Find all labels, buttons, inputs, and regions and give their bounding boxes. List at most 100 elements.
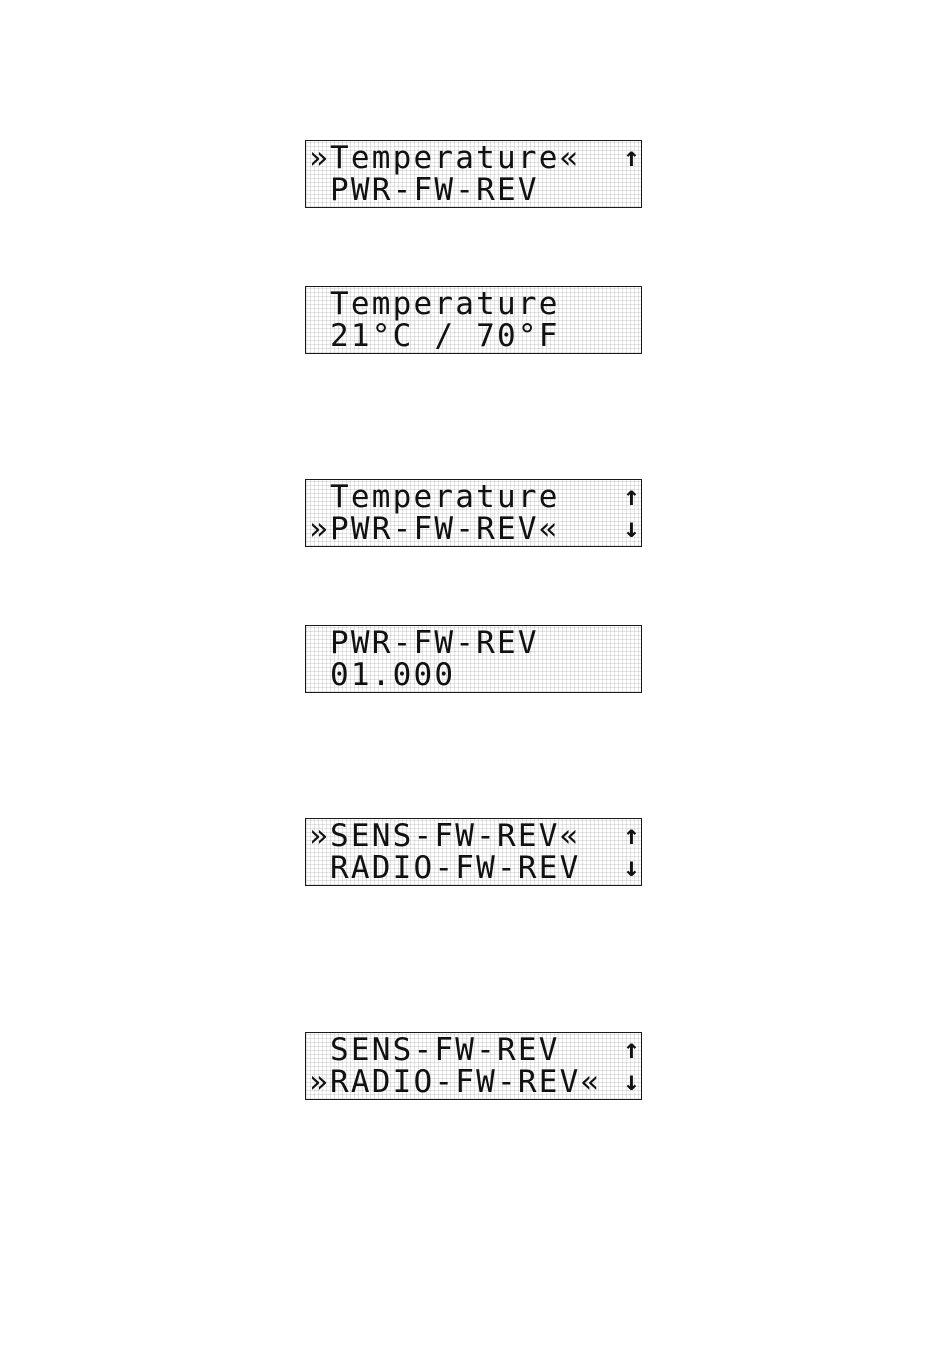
lcd-char-cell: T <box>328 481 349 513</box>
lcd-char-cell: 1 <box>349 320 370 352</box>
lcd-char-cell: « <box>537 513 558 545</box>
lcd-char-cell: t <box>474 288 495 320</box>
lcd-char-cell: W <box>432 513 453 545</box>
lcd-char-cell <box>516 659 537 691</box>
lcd-char-cell <box>307 852 328 884</box>
lcd-char-cell <box>558 288 579 320</box>
lcd-char-cell: r <box>516 288 537 320</box>
lcd-char-cell <box>599 659 620 691</box>
lcd-char-cell: 1 <box>349 659 370 691</box>
lcd-char-cell: F <box>411 174 432 206</box>
lcd-char-cell <box>599 513 620 545</box>
lcd-char-cell: V <box>558 1066 579 1098</box>
lcd-char-cell <box>578 513 599 545</box>
lcd-char-cell: W <box>349 513 370 545</box>
lcd-char-cell <box>307 288 328 320</box>
lcd-char-cell: . <box>370 659 391 691</box>
lcd-char-cell: D <box>370 852 391 884</box>
lcd-char-cell: - <box>432 852 453 884</box>
lcd-char-cell: P <box>328 513 349 545</box>
lcd-char-cell: R <box>516 1066 537 1098</box>
lcd-char-cell: E <box>537 852 558 884</box>
lcd-char-cell: u <box>495 288 516 320</box>
lcd-char-cell: t <box>474 481 495 513</box>
lcd-char-cell: e <box>411 481 432 513</box>
lcd-char-cell: W <box>432 627 453 659</box>
lcd-char-cell: W <box>474 852 495 884</box>
lcd-char-cell: V <box>516 513 537 545</box>
lcd-char-cell: - <box>474 1034 495 1066</box>
lcd-char-cell: - <box>411 820 432 852</box>
lcd-char-cell: e <box>411 142 432 174</box>
lcd-char-cell: E <box>349 1034 370 1066</box>
lcd-char-cell <box>578 820 599 852</box>
lcd-char-cell <box>558 320 579 352</box>
lcd-char-cell: - <box>391 627 412 659</box>
lcd-char-cell: p <box>391 142 412 174</box>
lcd-char-cell <box>558 481 579 513</box>
lcd-char-cell <box>474 659 495 691</box>
lcd-char-cell <box>599 142 620 174</box>
lcd-char-cell <box>599 288 620 320</box>
lcd-char-cell: m <box>370 481 391 513</box>
lcd-char-cell: R <box>370 627 391 659</box>
lcd-char-cell <box>578 142 599 174</box>
lcd-char-cell <box>599 1034 620 1066</box>
lcd-char-cell: 2 <box>328 320 349 352</box>
lcd-char-cell <box>537 627 558 659</box>
lcd-char-cell <box>578 481 599 513</box>
lcd-char-cell <box>599 852 620 884</box>
lcd-char-cell: P <box>328 627 349 659</box>
lcd-char-cell: » <box>307 1066 328 1098</box>
lcd-char-cell <box>578 852 599 884</box>
lcd-char-cell: « <box>558 820 579 852</box>
lcd-char-cell <box>453 320 474 352</box>
lcd-char-cell: 0 <box>432 659 453 691</box>
lcd-char-cell: a <box>453 288 474 320</box>
lcd-char-cell: N <box>370 1034 391 1066</box>
lcd-char-cell: I <box>391 852 412 884</box>
lcd-char-cell: r <box>516 481 537 513</box>
lcd-char-cell: « <box>578 1066 599 1098</box>
lcd-char-cell: F <box>411 513 432 545</box>
lcd-char-cell: F <box>453 852 474 884</box>
lcd-char-cell: » <box>307 820 328 852</box>
lcd-char-cell: A <box>349 1066 370 1098</box>
lcd-char-cell: F <box>411 627 432 659</box>
lcd-char-cell: R <box>370 513 391 545</box>
lcd-char-cell <box>453 659 474 691</box>
lcd-char-cell: e <box>537 288 558 320</box>
lcd-char-cell <box>558 1034 579 1066</box>
lcd-char-cell <box>558 627 579 659</box>
scroll-down-arrow-icon: ↓ <box>620 513 641 545</box>
lcd-char-cell: t <box>474 142 495 174</box>
lcd-char-cell: R <box>495 1034 516 1066</box>
lcd-char-cell: e <box>349 481 370 513</box>
lcd-char-cell: W <box>474 1066 495 1098</box>
lcd-char-cell: F <box>537 320 558 352</box>
lcd-char-cell <box>495 659 516 691</box>
lcd-char-cell <box>558 659 579 691</box>
lcd-char-cell <box>307 659 328 691</box>
lcd-char-cell: N <box>370 820 391 852</box>
lcd-char-cell: - <box>495 852 516 884</box>
lcd-char-cell: e <box>411 288 432 320</box>
lcd-char-cell <box>599 174 620 206</box>
lcd-char-cell: / <box>432 320 453 352</box>
lcd-char-cell: r <box>432 288 453 320</box>
lcd-char-cell <box>307 320 328 352</box>
lcd-char-cell: V <box>537 1034 558 1066</box>
lcd-char-cell: 0 <box>328 659 349 691</box>
lcd-char-cell: O <box>411 1066 432 1098</box>
lcd-char-cell <box>620 627 641 659</box>
lcd-char-cell <box>537 659 558 691</box>
